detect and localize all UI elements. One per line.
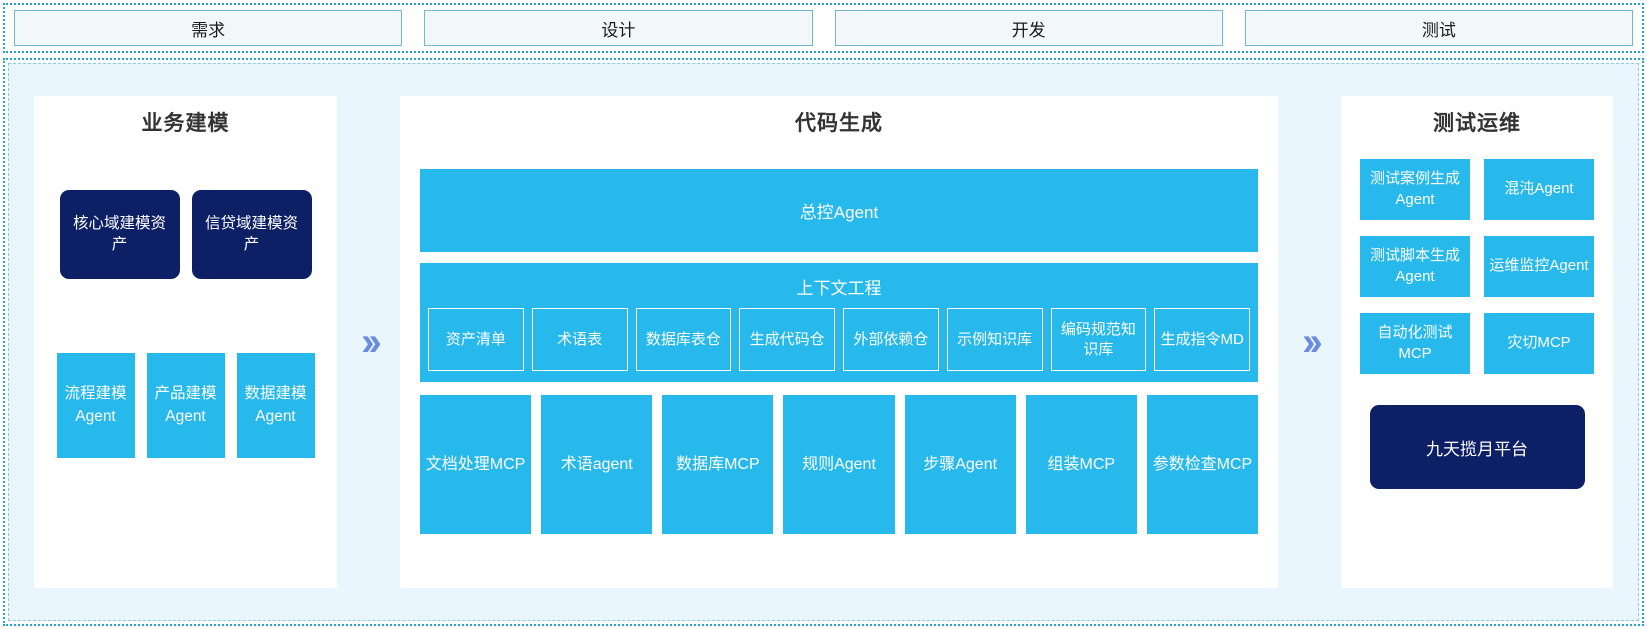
context-item-glossary[interactable]: 术语表	[531, 308, 628, 371]
tool-card-parameter-check-mcp[interactable]: 参数检查MCP	[1146, 395, 1258, 534]
panel-title-test-operations: 测试运维	[1433, 112, 1521, 135]
phase-label: 测试	[1421, 20, 1456, 40]
context-item-db-table-repo[interactable]: 数据库表仓	[635, 308, 732, 371]
context-item-coding-standard-knowledge-base[interactable]: 编码规范知识库	[1050, 308, 1147, 371]
asset-card-label: 核心域建模资产	[72, 214, 166, 253]
tool-card-label: 规则Agent	[802, 455, 876, 473]
ops-card-disaster-switch-mcp[interactable]: 灾切MCP	[1484, 313, 1594, 374]
context-item-row: 资产清单 术语表 数据库表仓 生成代码仓 外部依赖仓	[428, 308, 1250, 371]
tool-card-step-agent[interactable]: 步骤Agent	[904, 395, 1016, 534]
tool-card-database-mcp[interactable]: 数据库MCP	[662, 395, 774, 534]
chevron-right-icon-1: ››	[361, 320, 382, 364]
agent-card-label: 产品建模Agent	[154, 385, 217, 425]
context-item-example-knowledge-base[interactable]: 示例知识库	[946, 308, 1043, 371]
context-item-label: 外部依赖仓	[853, 330, 929, 348]
panel-test-operations: 测试运维 测试案例生成Agent 混沌Agent 测试脚本生成Agent 运维监…	[1341, 96, 1613, 588]
context-engineering-title: 上下文工程	[796, 279, 882, 298]
context-item-label: 生成代码仓	[749, 330, 825, 348]
context-item-asset-list[interactable]: 资产清单	[428, 308, 524, 371]
phase-label: 开发	[1011, 20, 1046, 40]
asset-card-credit-domain[interactable]: 信贷域建模资产	[191, 190, 312, 279]
panel-title-code-generation: 代码生成	[795, 112, 883, 135]
ops-card-label: 测试案例生成Agent	[1369, 170, 1460, 208]
agent-card-data-modeling[interactable]: 数据建模Agent	[236, 353, 315, 458]
context-item-label: 编码规范知识库	[1060, 321, 1136, 358]
tool-card-label: 组装MCP	[1047, 455, 1116, 473]
phase-box-testing[interactable]: 测试	[1244, 10, 1633, 46]
business-agent-row: 流程建模Agent 产品建模Agent 数据建模Agent	[56, 353, 315, 458]
phase-box-design[interactable]: 设计	[424, 10, 813, 46]
tool-card-label: 数据库MCP	[676, 455, 760, 473]
phase-box-requirements[interactable]: 需求	[14, 10, 403, 46]
ops-card-test-case-generation-agent[interactable]: 测试案例生成Agent	[1360, 159, 1470, 220]
context-engineering-block: 上下文工程 资产清单 术语表 数据库表仓 生成代码仓	[420, 263, 1258, 382]
main-inner: 业务建模 核心域建模资产 信贷域建模资产 流程建模Agent 产品建模Agent	[8, 63, 1639, 621]
tool-card-assembly-mcp[interactable]: 组装MCP	[1025, 395, 1137, 534]
context-item-generation-instruction-md[interactable]: 生成指令MD	[1154, 308, 1250, 371]
agent-card-product-modeling[interactable]: 产品建模Agent	[146, 353, 225, 458]
context-item-label: 数据库表仓	[645, 330, 721, 348]
panel-title-business-modeling: 业务建模	[141, 112, 230, 135]
phase-box-development[interactable]: 开发	[834, 10, 1223, 46]
panel-business-modeling: 业务建模 核心域建模资产 信贷域建模资产 流程建模Agent 产品建模Agent	[34, 96, 337, 588]
agent-card-process-modeling[interactable]: 流程建模Agent	[56, 353, 135, 458]
ops-card-label: 测试脚本生成Agent	[1369, 247, 1460, 285]
context-item-label: 生成指令MD	[1160, 330, 1244, 348]
phase-label: 需求	[191, 20, 226, 40]
chevron-right-icon-2: ››	[1302, 320, 1323, 364]
tool-card-label: 步骤Agent	[923, 455, 998, 473]
tool-card-row: 文档处理MCP 术语agent 数据库MCP 规则Agent 步骤Agent	[420, 395, 1258, 534]
context-item-external-dependency-repo[interactable]: 外部依赖仓	[843, 308, 939, 371]
tool-card-rule-agent[interactable]: 规则Agent	[783, 395, 895, 534]
context-item-label: 资产清单	[445, 330, 506, 348]
ops-card-label: 混沌Agent	[1504, 180, 1574, 198]
ops-card-grid: 测试案例生成Agent 混沌Agent 测试脚本生成Agent 运维监控Agen…	[1360, 159, 1594, 374]
ops-card-test-script-generation-agent[interactable]: 测试脚本生成Agent	[1360, 236, 1470, 297]
asset-card-core-domain[interactable]: 核心域建模资产	[59, 190, 180, 279]
main-container: 业务建模 核心域建模资产 信贷域建模资产 流程建模Agent 产品建模Agent	[3, 58, 1644, 626]
controller-agent-label: 总控Agent	[799, 203, 879, 222]
tool-card-label: 文档处理MCP	[425, 455, 526, 473]
ops-card-automated-testing-mcp[interactable]: 自动化测试MCP	[1360, 313, 1470, 374]
ops-card-label: 灾切MCP	[1507, 334, 1571, 352]
tool-card-label: 术语agent	[560, 455, 633, 473]
tool-card-glossary-agent[interactable]: 术语agent	[541, 395, 653, 534]
asset-card-label: 信贷域建模资产	[204, 214, 298, 253]
ops-card-label: 运维监控Agent	[1489, 257, 1589, 275]
ops-card-chaos-agent[interactable]: 混沌Agent	[1484, 159, 1594, 220]
tool-card-label: 参数检查MCP	[1152, 455, 1253, 473]
ops-card-label: 自动化测试MCP	[1377, 324, 1453, 362]
agent-card-label: 数据建模Agent	[244, 385, 307, 425]
business-asset-row: 核心域建模资产 信贷域建模资产	[59, 190, 312, 279]
platform-card-jiutian-lanyue[interactable]: 九天揽月平台	[1369, 405, 1585, 489]
panel-code-generation: 代码生成 总控Agent 上下文工程 资产清单 术语表 数据库表仓	[400, 96, 1278, 588]
tool-card-document-processing-mcp[interactable]: 文档处理MCP	[420, 395, 532, 534]
context-item-generated-code-repo[interactable]: 生成代码仓	[739, 308, 835, 371]
phase-label: 设计	[601, 20, 636, 40]
context-item-label: 示例知识库	[957, 330, 1033, 348]
agent-card-label: 流程建模Agent	[64, 385, 127, 425]
phase-bar: 需求 设计 开发 测试	[3, 3, 1644, 53]
controller-agent-banner[interactable]: 总控Agent	[420, 169, 1258, 252]
platform-card-label: 九天揽月平台	[1426, 439, 1528, 459]
ops-card-operations-monitoring-agent[interactable]: 运维监控Agent	[1484, 236, 1594, 297]
context-item-label: 术语表	[557, 330, 603, 348]
